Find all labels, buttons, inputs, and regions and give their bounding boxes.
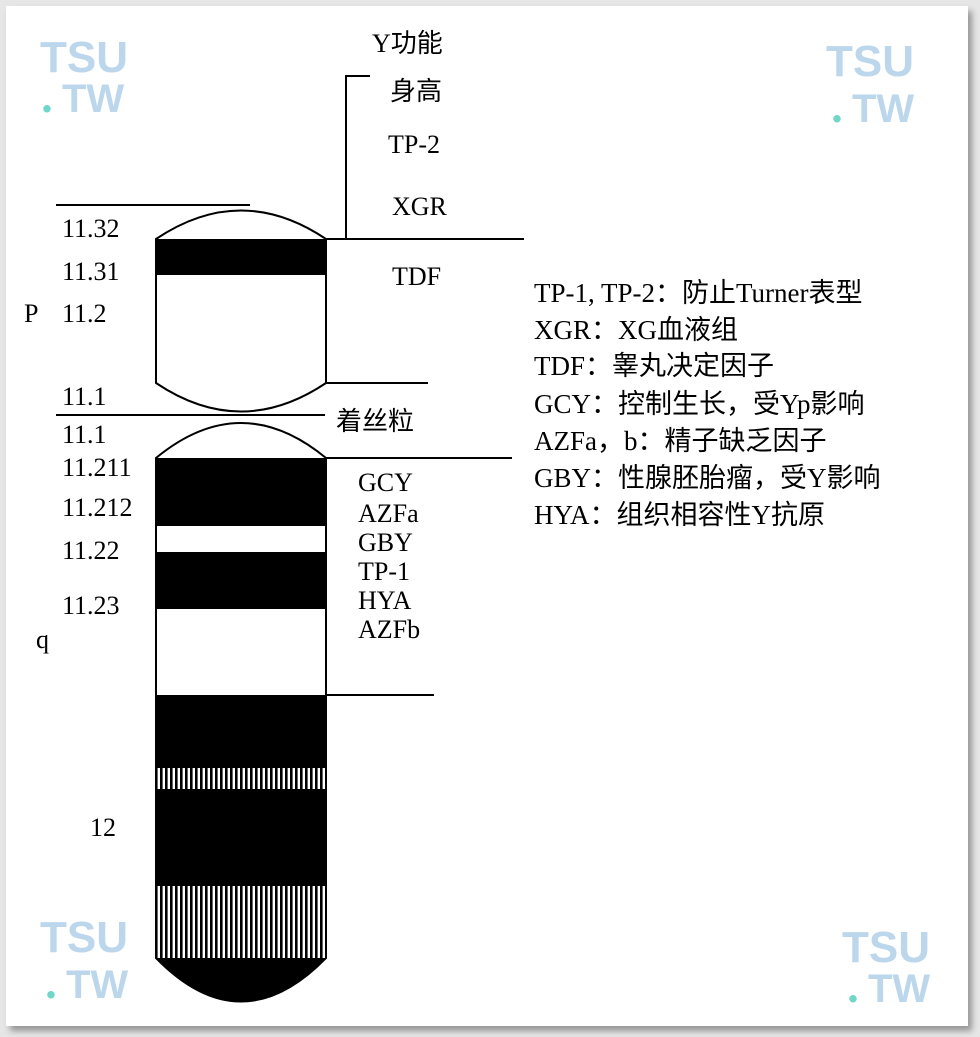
svg-text:TW: TW: [852, 87, 914, 131]
band-label: 11.1: [62, 420, 107, 449]
legend-item: GBY：性腺胚胎瘤，受Y影响: [534, 463, 881, 493]
band-q12-striped-2: [156, 886, 326, 958]
band-p11-31: [156, 239, 326, 275]
arm-label-q: q: [36, 625, 49, 654]
band-label: 11.32: [62, 214, 120, 243]
band-q12-tip: [156, 958, 326, 1002]
label-height: 身高: [390, 77, 442, 106]
legend: TP-1, TP-2：防止Turner表型 XGR：XG血液组 TDF：睾丸决定…: [534, 278, 881, 530]
svg-text:.: .: [846, 965, 860, 1012]
band-q12-dark-2: [156, 789, 326, 886]
band-q12-striped-1: [156, 768, 326, 789]
label-xgr: XGR: [392, 192, 448, 221]
watermark-top-left: TSU . TW: [40, 33, 128, 122]
svg-text:TW: TW: [62, 77, 124, 121]
label-y-function: Y功能: [372, 29, 443, 58]
gene-label: GBY: [358, 528, 413, 557]
watermark-bottom-right: TSU . TW: [842, 923, 930, 1012]
band-label: 12: [90, 813, 116, 842]
legend-item: AZFa，b：精子缺乏因子: [534, 426, 827, 456]
legend-item: TDF：睾丸决定因子: [534, 351, 774, 381]
band-label: 11.22: [62, 536, 120, 565]
legend-item: HYA：组织相容性Y抗原: [534, 500, 825, 530]
svg-text:TW: TW: [66, 963, 128, 1007]
p-arm: [155, 209, 327, 413]
q-arm: [155, 422, 327, 1003]
legend-item: GCY：控制生长，受Yp影响: [534, 389, 865, 419]
gene-label: TP-1: [358, 557, 410, 586]
bracket-y-function: [345, 75, 370, 239]
label-tp2: TP-2: [388, 130, 440, 159]
annotation-lines: [56, 75, 524, 696]
svg-text:.: .: [830, 85, 844, 132]
svg-text:TW: TW: [868, 967, 930, 1011]
gene-label: GCY: [358, 468, 413, 497]
gene-label: AZFb: [358, 615, 420, 644]
band-q11-22: [156, 552, 326, 609]
svg-text:TSU: TSU: [842, 923, 930, 972]
svg-text:TSU: TSU: [826, 37, 914, 86]
svg-text:TSU: TSU: [40, 33, 128, 82]
legend-item: XGR：XG血液组: [534, 315, 738, 345]
watermark-top-right: TSU . TW: [826, 37, 914, 132]
gene-label: AZFa: [358, 499, 419, 528]
watermark-bottom-left: TSU . TW: [40, 913, 128, 1008]
svg-text:.: .: [40, 75, 54, 122]
band-q12-dark-1: [156, 695, 326, 768]
band-label: 11.31: [62, 257, 120, 286]
band-label: 11.2: [62, 299, 107, 328]
band-label: 11.211: [62, 453, 132, 482]
label-tdf: TDF: [392, 262, 441, 291]
band-label: 11.1: [62, 382, 107, 411]
gene-label: HYA: [358, 586, 412, 615]
svg-text:.: .: [44, 961, 58, 1008]
arm-label-p: P: [24, 299, 38, 328]
centromere-label: 着丝粒: [336, 407, 414, 436]
svg-text:TSU: TSU: [40, 913, 128, 962]
legend-item: TP-1, TP-2：防止Turner表型: [534, 278, 863, 308]
band-q11-211: [156, 458, 326, 526]
band-label: 11.23: [62, 591, 120, 620]
band-label: 11.212: [62, 493, 133, 522]
